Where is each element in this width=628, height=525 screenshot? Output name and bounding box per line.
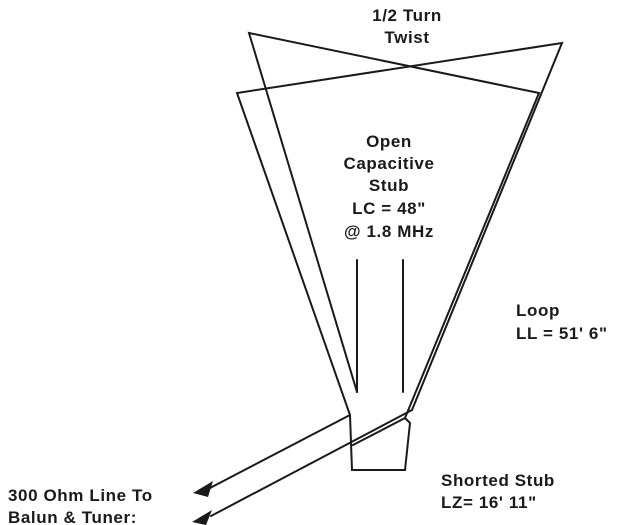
twist-label-line2: Twist (384, 28, 429, 47)
open-stub-label-line5: @ 1.8 MHz (344, 222, 434, 241)
shorted-stub-label-line1: Shorted Stub (441, 471, 555, 490)
loop-label-line2: LL = 51' 6" (516, 324, 608, 343)
loop-label-line1: Loop (516, 301, 560, 320)
shorted-stub-label-line2: LZ= 16' 11" (441, 493, 537, 512)
feed-arrow-lower-icon (192, 510, 212, 525)
open-stub-label-line3: Stub (369, 176, 409, 195)
open-stub-label-line4: LC = 48" (352, 199, 426, 218)
shorted-stub-outline (209, 409, 413, 517)
feed-line-label-line2: Balun & Tuner: (8, 508, 137, 525)
feed-arrow-upper-icon (193, 481, 213, 497)
feed-line-label-line1: 300 Ohm Line To (8, 486, 153, 505)
loop-wire-outer (235, 41, 564, 416)
twist-label-line1: 1/2 Turn (372, 6, 442, 25)
open-stub-label-line1: Open (366, 132, 412, 151)
loop-wire-inner (247, 31, 541, 419)
open-stub-label-line2: Capacitive (343, 154, 434, 173)
